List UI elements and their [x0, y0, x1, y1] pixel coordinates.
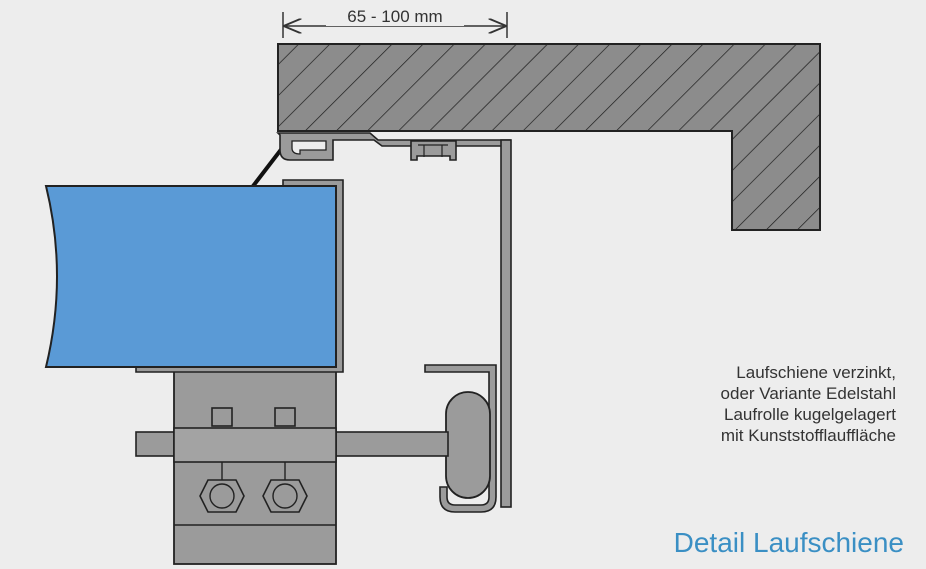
- detail-caption: Detail Laufschiene: [673, 527, 904, 558]
- hanger-bracket: [173, 365, 337, 565]
- product-notes: Laufschiene verzinkt, oder Variante Edel…: [721, 362, 896, 446]
- dimension-label: 65 - 100 mm: [347, 7, 442, 26]
- hex-bolt-right: [262, 479, 308, 513]
- concrete-lintel: [277, 43, 821, 231]
- fixing-nut: [410, 140, 457, 161]
- note-line: Laufschiene verzinkt,: [736, 363, 896, 382]
- note-line: oder Variante Edelstahl: [720, 384, 896, 403]
- rail-clip-slot: [291, 140, 327, 155]
- hex-bolt-left: [199, 479, 245, 513]
- note-line: mit Kunststofflauffläche: [720, 426, 896, 445]
- running-rail: [424, 139, 512, 513]
- door-panel: [44, 185, 337, 368]
- roller: [445, 391, 491, 499]
- dimension-marker: 65 - 100 mm: [282, 6, 508, 38]
- suspension-wire: [248, 145, 285, 192]
- note-line: Laufrolle kugelgelagert: [723, 405, 896, 424]
